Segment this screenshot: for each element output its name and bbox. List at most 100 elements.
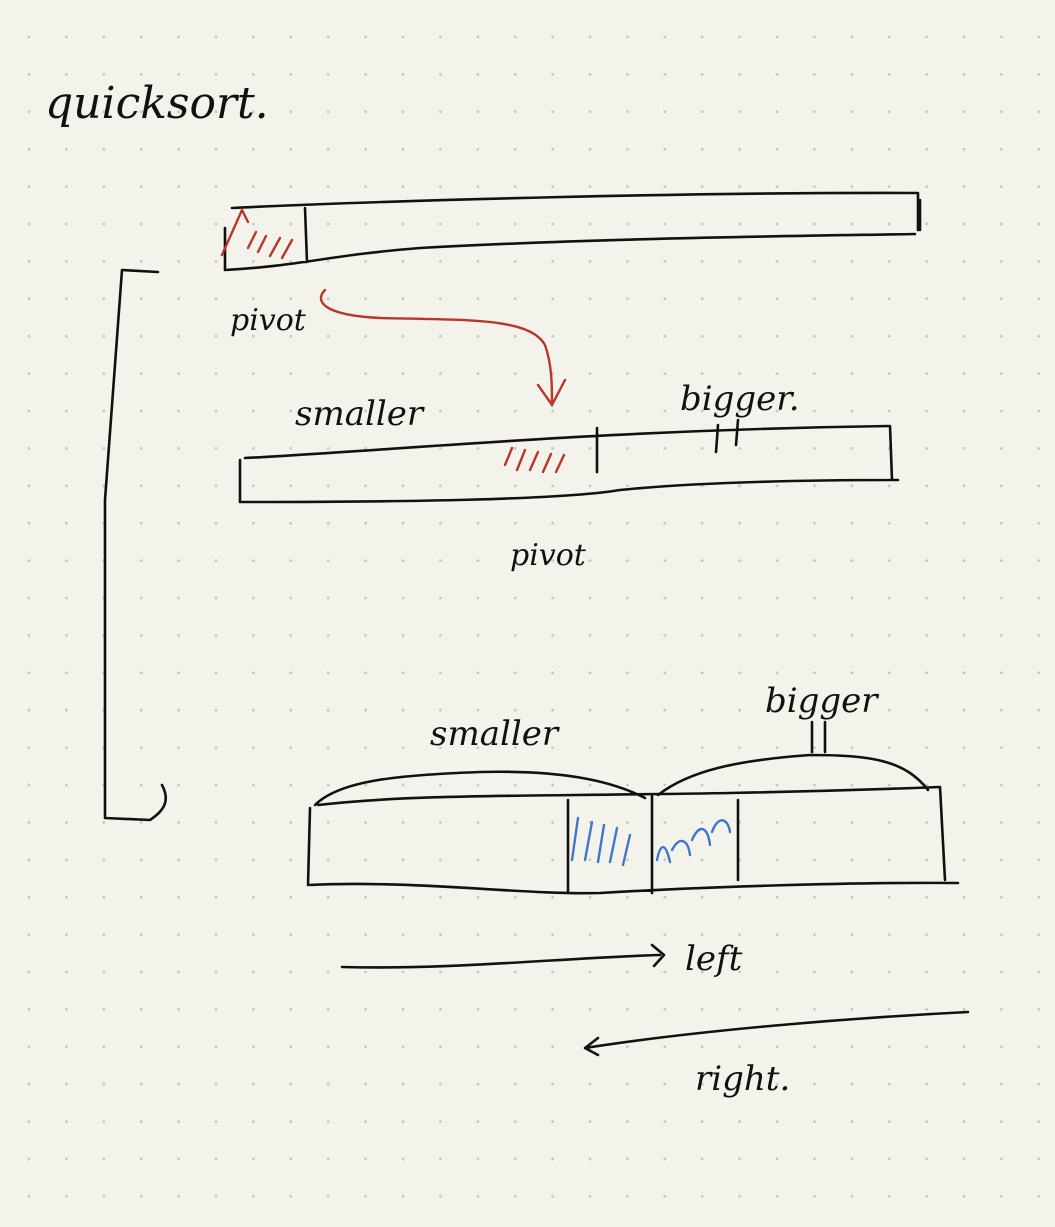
grid-dot <box>962 409 966 413</box>
grid-dot <box>476 634 480 637</box>
grid-dot <box>401 783 405 787</box>
grid-dot <box>513 334 517 338</box>
grid-dot <box>588 447 592 450</box>
grid-dot <box>401 708 405 712</box>
grid-dot <box>177 708 181 712</box>
grid-dot <box>626 821 629 824</box>
grid-dot <box>401 1157 405 1161</box>
grid-dot <box>925 372 928 375</box>
grid-dot <box>513 895 517 899</box>
grid-dot <box>252 746 255 749</box>
grid-dot <box>252 185 255 189</box>
grid-dot <box>1037 895 1041 899</box>
grid-dot <box>27 1195 31 1198</box>
grid-dot <box>214 1120 218 1123</box>
grid-dot <box>700 260 704 263</box>
grid-dot <box>887 484 891 488</box>
right-label: right. <box>695 1059 790 1099</box>
grid-dot <box>663 372 667 375</box>
grid-dot <box>588 110 592 114</box>
grid-dot <box>775 708 779 712</box>
grid-dot <box>962 334 966 338</box>
grid-dot <box>700 185 704 189</box>
left-pointer-arrow <box>340 943 666 969</box>
grid-dot <box>962 484 966 488</box>
grid-dot <box>65 1045 68 1049</box>
grid-dot <box>476 372 480 375</box>
grid-dot <box>476 147 480 151</box>
grid-dot <box>925 933 928 936</box>
grid-dot <box>700 821 704 824</box>
grid-dot <box>27 372 31 375</box>
grid-dot <box>401 260 405 263</box>
grid-dot <box>588 185 592 189</box>
grid-dot <box>326 447 330 450</box>
grid-dot <box>775 746 779 749</box>
grid-dot <box>663 1045 667 1049</box>
grid-dot <box>626 559 629 562</box>
grid-dot <box>139 1008 143 1011</box>
grid-dot <box>27 521 31 525</box>
grid-dot <box>887 260 891 263</box>
grid-dot <box>289 559 293 562</box>
grid-dot <box>65 297 68 301</box>
grid-dot <box>177 1120 181 1123</box>
grid-dot <box>813 185 816 189</box>
grid-dot <box>364 372 367 375</box>
grid-dot <box>139 559 143 562</box>
grid-dot <box>364 185 367 189</box>
grid-dot <box>27 73 31 76</box>
grid-dot <box>551 671 554 675</box>
grid-dot <box>850 1008 854 1011</box>
grid-dot <box>289 521 293 525</box>
grid-dot <box>663 222 667 226</box>
grid-dot <box>962 858 966 862</box>
grid-dot <box>813 1008 816 1011</box>
grid-dot <box>775 634 779 637</box>
grid-dot <box>177 297 181 301</box>
grid-dot <box>626 147 629 151</box>
grid-dot <box>700 409 704 413</box>
grid-dot <box>775 1157 779 1161</box>
grid-dot <box>252 933 255 936</box>
grid-dot <box>65 185 68 189</box>
grid-dot <box>401 35 405 39</box>
grid-dot <box>326 933 330 936</box>
grid-dot <box>588 521 592 525</box>
grid-dot <box>663 783 667 787</box>
grid-dot <box>588 1157 592 1161</box>
grid-dot <box>663 1195 667 1198</box>
grid-dot <box>476 559 480 562</box>
grid-dot <box>102 409 106 413</box>
grid-dot <box>513 1045 517 1049</box>
grid-dot <box>1037 334 1041 338</box>
grid-dot <box>738 521 741 525</box>
grid-dot <box>887 521 891 525</box>
grid-dot <box>626 634 629 637</box>
grid-dot <box>775 73 779 76</box>
grid-dot <box>439 596 442 600</box>
grid-dot <box>1037 858 1041 862</box>
grid-dot <box>775 970 779 974</box>
grid-dot <box>775 895 779 899</box>
grid-dot <box>214 634 218 637</box>
grid-dot <box>252 1120 255 1123</box>
grid-dot <box>925 447 928 450</box>
grid-dot <box>252 1082 255 1086</box>
grid-dot <box>925 1008 928 1011</box>
grid-dot <box>850 334 854 338</box>
grid-dot <box>214 73 218 76</box>
grid-dot <box>925 110 928 114</box>
grid-dot <box>326 521 330 525</box>
grid-dot <box>551 1082 554 1086</box>
grid-dot <box>439 35 442 39</box>
grid-dot <box>289 1045 293 1049</box>
grid-dot <box>626 260 629 263</box>
grid-dot <box>588 1120 592 1123</box>
grid-dot <box>962 447 966 450</box>
grid-dot <box>1000 372 1003 375</box>
grid-dot <box>65 933 68 936</box>
grid-dot <box>252 222 255 226</box>
grid-dot <box>289 484 293 488</box>
